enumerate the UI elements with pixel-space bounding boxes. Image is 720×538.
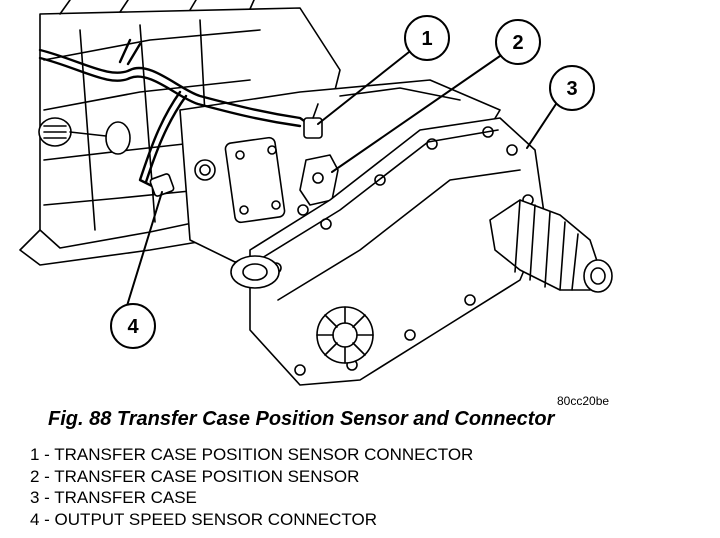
svg-text:3: 3 <box>566 78 577 100</box>
transfer-case <box>230 117 546 386</box>
legend-item: 3 - TRANSFER CASE <box>30 488 197 507</box>
svg-text:2: 2 <box>512 32 523 54</box>
svg-text:4: 4 <box>127 316 139 338</box>
wiring-harness <box>38 38 312 190</box>
legend-item: 2 - TRANSFER CASE POSITION SENSOR <box>30 466 360 486</box>
output-speed-sensor <box>38 117 131 155</box>
output-speed-sensor-connector <box>149 173 175 197</box>
figure-caption: Fig. 88 Transfer Case Position Sensor an… <box>48 408 555 430</box>
svg-text:1: 1 <box>421 28 432 50</box>
leader-lines <box>125 51 557 310</box>
rear-output-shaft <box>489 199 613 293</box>
callout-4: 4 <box>110 303 156 349</box>
callout-2: 2 <box>495 19 541 65</box>
legend-item: 1 - TRANSFER CASE POSITION SENSOR CONNEC… <box>30 445 474 464</box>
legend-list: 1 - TRANSFER CASE POSITION SENSOR CONNEC… <box>30 444 473 530</box>
position-sensor-connector <box>303 103 323 139</box>
callout-1: 1 <box>404 15 450 61</box>
callout-3: 3 <box>549 65 595 111</box>
transfer-case-illustration: 1 2 3 4 <box>19 0 613 386</box>
legend-item: 4 - OUTPUT SPEED SENSOR CONNECTOR <box>30 509 377 529</box>
image-code: 80cc20be <box>557 394 610 408</box>
